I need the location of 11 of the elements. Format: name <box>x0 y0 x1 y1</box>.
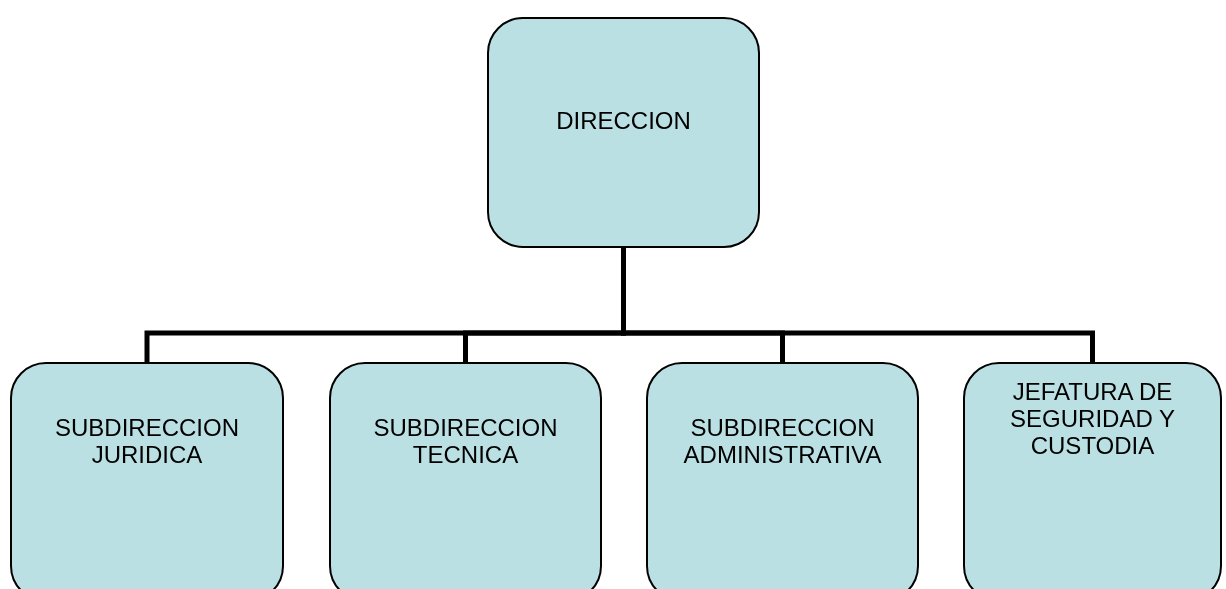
unit-name: JEFATURA DE SEGURIDAD Y CUSTODIA <box>1009 378 1176 459</box>
connector-line <box>621 248 1095 362</box>
unit-name: SUBDIRECCION TECNICA <box>372 414 559 468</box>
org-unit-box <box>963 362 1222 589</box>
org-unit-box <box>487 17 760 248</box>
org-unit-box <box>329 362 602 589</box>
unit-name: SUBDIRECCION JURIDICA <box>54 414 240 468</box>
unit-name: SUBDIRECCION ADMINISTRATIVA <box>682 414 883 468</box>
org-unit-box <box>10 362 284 589</box>
unit-name: DIRECCION <box>556 107 691 134</box>
org-unit-box <box>646 362 919 589</box>
